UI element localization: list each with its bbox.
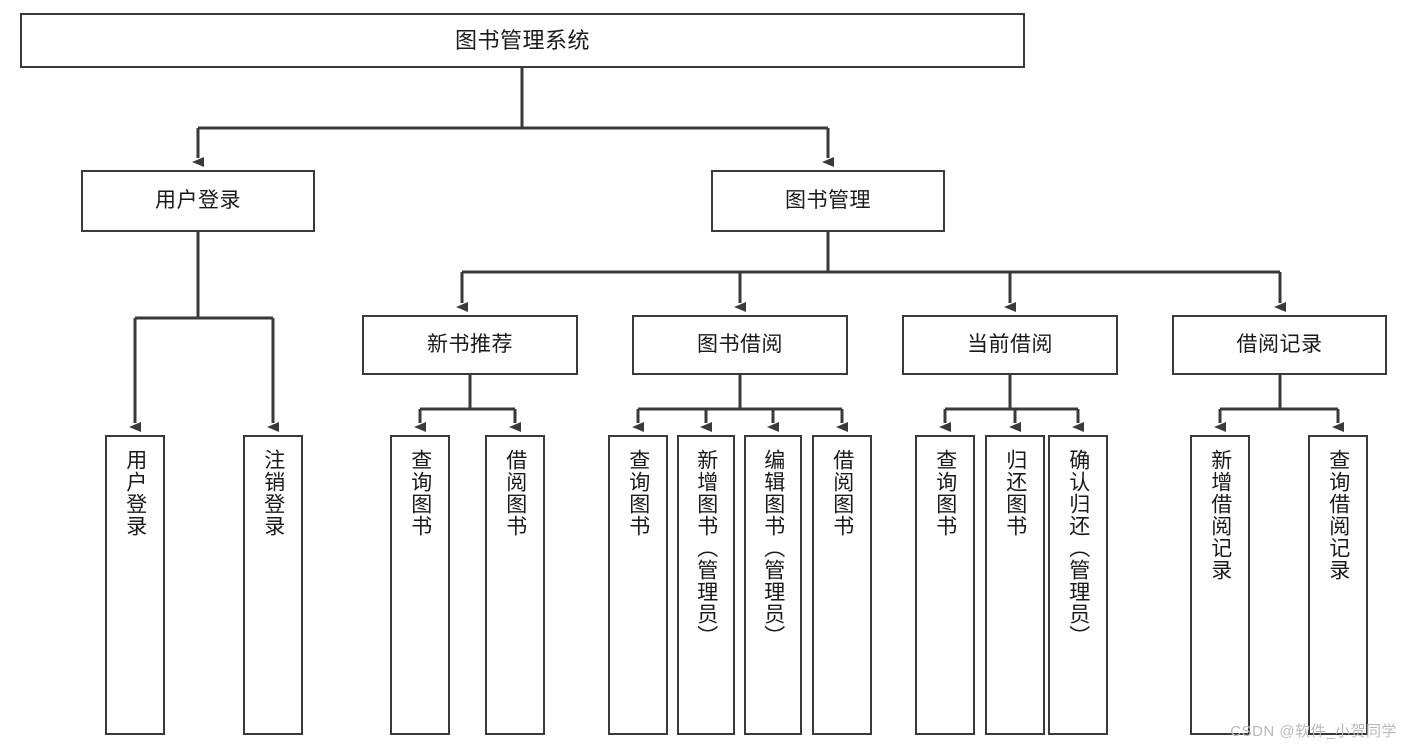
leaf-node-label: 新增图书（管理员） [694,449,718,647]
node-new-book-recommend[interactable]: 新书推荐 [362,315,578,375]
leaf-node-label: 归还图书 [1003,449,1027,537]
node-new-book-recommend-label: 新书推荐 [427,332,513,356]
node-borrow-record-label: 借阅记录 [1236,332,1323,356]
node-user-login[interactable]: 用户登录 [81,170,315,232]
leaf-node-label: 用户登录 [123,449,147,537]
leaf-node[interactable]: 确认归还（管理员） [1048,435,1108,735]
leaf-node[interactable]: 新增图书（管理员） [677,435,735,735]
node-user-login-label: 用户登录 [155,188,241,212]
node-book-management[interactable]: 图书管理 [711,170,945,232]
node-current-borrow[interactable]: 当前借阅 [902,315,1118,375]
node-current-borrow-label: 当前借阅 [967,332,1053,356]
node-book-borrow-label: 图书借阅 [697,332,783,356]
leaf-node-label: 借阅图书 [830,449,854,537]
leaf-node-label: 确认归还（管理员） [1066,449,1090,647]
leaf-node[interactable]: 注销登录 [243,435,303,735]
leaf-node[interactable]: 用户登录 [105,435,165,735]
leaf-node[interactable]: 查询图书 [390,435,450,735]
leaf-node-label: 注销登录 [261,449,285,537]
leaf-node[interactable]: 新增借阅记录 [1190,435,1250,735]
leaf-node-label: 查询图书 [933,449,957,537]
leaf-node-label: 查询图书 [626,449,650,537]
node-book-borrow[interactable]: 图书借阅 [632,315,848,375]
leaf-node-label: 借阅图书 [503,449,527,537]
leaf-node-label: 新增借阅记录 [1208,449,1232,581]
leaf-node[interactable]: 借阅图书 [485,435,545,735]
node-root-label: 图书管理系统 [454,27,590,53]
leaf-node-label: 查询图书 [408,449,432,537]
leaf-node[interactable]: 查询借阅记录 [1308,435,1368,735]
leaf-node[interactable]: 查询图书 [608,435,668,735]
leaf-node-label: 查询借阅记录 [1326,449,1350,581]
leaf-node[interactable]: 编辑图书（管理员） [744,435,802,735]
node-root[interactable]: 图书管理系统 [20,13,1025,68]
node-book-management-label: 图书管理 [785,188,871,212]
watermark: CSDN @软件_小贺同学 [1230,723,1397,740]
leaf-node-label: 编辑图书（管理员） [761,449,785,647]
leaf-node[interactable]: 借阅图书 [812,435,872,735]
leaf-node[interactable]: 归还图书 [985,435,1045,735]
leaf-node[interactable]: 查询图书 [915,435,975,735]
node-borrow-record[interactable]: 借阅记录 [1172,315,1387,375]
